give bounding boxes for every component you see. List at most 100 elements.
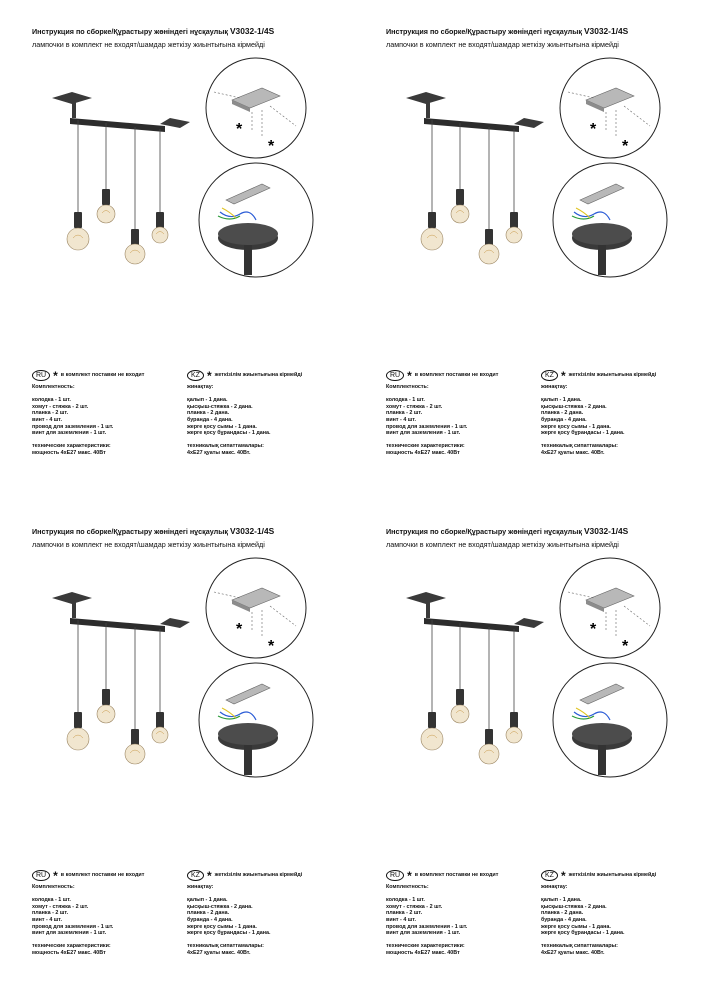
kz-badge: KZ: [187, 370, 204, 381]
list-item: жерге қосу сымы - 1 дана.: [187, 923, 257, 930]
svg-text:*: *: [622, 138, 629, 155]
list-item: винт - 4 шт.: [32, 916, 62, 923]
list-item: провод для заземления - 1 шт.: [386, 923, 468, 930]
list-item: қысқыш-стяжка - 2 дана.: [541, 903, 607, 910]
ru-items: колодка - 1 шт.хомут - стяжка - 2 шт.пла…: [32, 897, 182, 937]
assembly-illustration: * *: [52, 57, 314, 278]
instruction-copy-4: Инструкция по сборке/Құрастыру жөніндегі…: [354, 500, 707, 1000]
assembly-illustration: * *: [406, 557, 668, 778]
list-item: винт для заземления - 1 шт.: [32, 930, 107, 937]
detail-circle-wiring: [198, 162, 314, 278]
list-item: буранда - 4 дана.: [541, 416, 587, 423]
list-item: провод для заземления - 1 шт.: [32, 923, 114, 930]
list-item: жерге қосу бұрандасы - 1 дана.: [187, 430, 271, 437]
list-item: буранда - 4 дана.: [187, 916, 233, 923]
list-item: жерге қосу сымы - 1 дана.: [541, 423, 611, 430]
detail-circle-mounting-plate: * *: [205, 557, 307, 659]
list-item: қалып - 1 дана.: [541, 397, 582, 404]
ru-badge: RU: [386, 870, 405, 881]
ru-section: RU*в комплект поставки не входит Комплек…: [386, 370, 536, 457]
list-item: винт для заземления - 1 шт.: [386, 430, 461, 437]
instruction-title: Инструкция по сборке/Құрастыру жөніндегі…: [32, 526, 275, 536]
svg-text:*: *: [268, 638, 275, 655]
list-item: планка - 2 дана.: [187, 410, 230, 417]
svg-text:*: *: [590, 621, 597, 638]
assembly-illustration: * *: [406, 57, 668, 278]
svg-text:*: *: [268, 138, 275, 155]
kz-items: қалып - 1 дана.қысқыш-стяжка - 2 дана.пл…: [187, 897, 347, 937]
subtitle: лампочки в комплект не входят/шамдар жет…: [32, 40, 265, 49]
list-item: планка - 2 шт.: [32, 910, 69, 917]
list-item: колодка - 1 шт.: [386, 897, 425, 904]
kz-badge: KZ: [541, 870, 558, 881]
instruction-copy-2: Инструкция по сборке/Құрастыру жөніндегі…: [354, 0, 707, 500]
assembly-illustration: * *: [52, 557, 314, 778]
kz-section: KZ*жеткізілім жиынтығына кірмейді жинақт…: [187, 870, 347, 957]
kz-section: KZ*жеткізілім жиынтығына кірмейді жинақт…: [187, 370, 347, 457]
list-item: қысқыш-стяжка - 2 дана.: [541, 403, 607, 410]
list-item: жерге қосу бұрандасы - 1 дана.: [187, 930, 271, 937]
list-item: винт для заземления - 1 шт.: [32, 430, 107, 437]
ru-items: колодка - 1 шт.хомут - стяжка - 2 шт.пла…: [386, 897, 536, 937]
list-item: жерге қосу сымы - 1 дана.: [187, 423, 257, 430]
list-item: провод для заземления - 1 шт.: [386, 423, 468, 430]
detail-circle-mounting-plate: * *: [559, 57, 661, 159]
list-item: планка - 2 шт.: [32, 410, 69, 417]
list-item: қалып - 1 дана.: [187, 397, 228, 404]
detail-circle-wiring: [552, 662, 668, 778]
svg-text:*: *: [590, 121, 597, 138]
list-item: колодка - 1 шт.: [386, 397, 425, 404]
detail-circle-wiring: [552, 162, 668, 278]
kz-badge: KZ: [541, 370, 558, 381]
list-item: винт - 4 шт.: [32, 416, 62, 423]
list-item: буранда - 4 дана.: [187, 416, 233, 423]
ru-badge: RU: [386, 370, 405, 381]
ru-badge: RU: [32, 370, 51, 381]
detail-circle-wiring: [198, 662, 314, 778]
detail-circle-mounting-plate: * *: [205, 57, 307, 159]
list-item: хомут - стяжка - 2 шт.: [32, 403, 89, 410]
list-item: планка - 2 шт.: [386, 910, 423, 917]
instruction-title: Инструкция по сборке/Құрастыру жөніндегі…: [386, 26, 629, 36]
list-item: хомут - стяжка - 2 шт.: [386, 403, 443, 410]
list-item: винт для заземления - 1 шт.: [386, 930, 461, 937]
list-item: қысқыш-стяжка - 2 дана.: [187, 903, 253, 910]
ru-badge: RU: [32, 870, 51, 881]
list-item: хомут - стяжка - 2 шт.: [386, 903, 443, 910]
list-item: колодка - 1 шт.: [32, 897, 71, 904]
list-item: қысқыш-стяжка - 2 дана.: [187, 403, 253, 410]
kz-items: қалып - 1 дана.қысқыш-стяжка - 2 дана.пл…: [187, 397, 347, 437]
list-item: планка - 2 дана.: [187, 910, 230, 917]
list-item: қалып - 1 дана.: [187, 897, 228, 904]
instruction-copy-1: Инструкция по сборке/Құрастыру жөніндегі…: [0, 0, 353, 500]
ru-section: RU*в комплект поставки не входит Комплек…: [386, 870, 536, 957]
list-item: планка - 2 дана.: [541, 410, 584, 417]
svg-text:*: *: [622, 638, 629, 655]
list-item: жерге қосу сымы - 1 дана.: [541, 923, 611, 930]
list-item: планка - 2 шт.: [386, 410, 423, 417]
instruction-title: Инструкция по сборке/Құрастыру жөніндегі…: [32, 26, 275, 36]
lamp-fixture: [406, 92, 544, 265]
instruction-copy-3: Инструкция по сборке/Құрастыру жөніндегі…: [0, 500, 353, 1000]
ru-section: RU*в комплект поставки не входит Комплек…: [32, 370, 182, 457]
ru-section: RU*в комплект поставки не входит Комплек…: [32, 870, 182, 957]
kz-badge: KZ: [187, 870, 204, 881]
ru-items: колодка - 1 шт.хомут - стяжка - 2 шт.пла…: [386, 397, 536, 437]
list-item: винт - 4 шт.: [386, 416, 416, 423]
subtitle: лампочки в комплект не входят/шамдар жет…: [32, 540, 265, 549]
lamp-fixture: [52, 92, 190, 265]
svg-text:*: *: [236, 621, 243, 638]
kz-items: қалып - 1 дана.қысқыш-стяжка - 2 дана.пл…: [541, 897, 701, 937]
list-item: провод для заземления - 1 шт.: [32, 423, 114, 430]
subtitle: лампочки в комплект не входят/шамдар жет…: [386, 40, 619, 49]
instruction-title: Инструкция по сборке/Құрастыру жөніндегі…: [386, 526, 629, 536]
list-item: жерге қосу бұрандасы - 1 дана.: [541, 430, 625, 437]
kz-section: KZ*жеткізілім жиынтығына кірмейді жинақт…: [541, 370, 701, 457]
list-item: жерге қосу бұрандасы - 1 дана.: [541, 930, 625, 937]
subtitle: лампочки в комплект не входят/шамдар жет…: [386, 540, 619, 549]
ru-items: колодка - 1 шт.хомут - стяжка - 2 шт.пла…: [32, 397, 182, 437]
lamp-fixture: [406, 592, 544, 765]
detail-circle-mounting-plate: * *: [559, 557, 661, 659]
list-item: хомут - стяжка - 2 шт.: [32, 903, 89, 910]
lamp-fixture: [52, 592, 190, 765]
